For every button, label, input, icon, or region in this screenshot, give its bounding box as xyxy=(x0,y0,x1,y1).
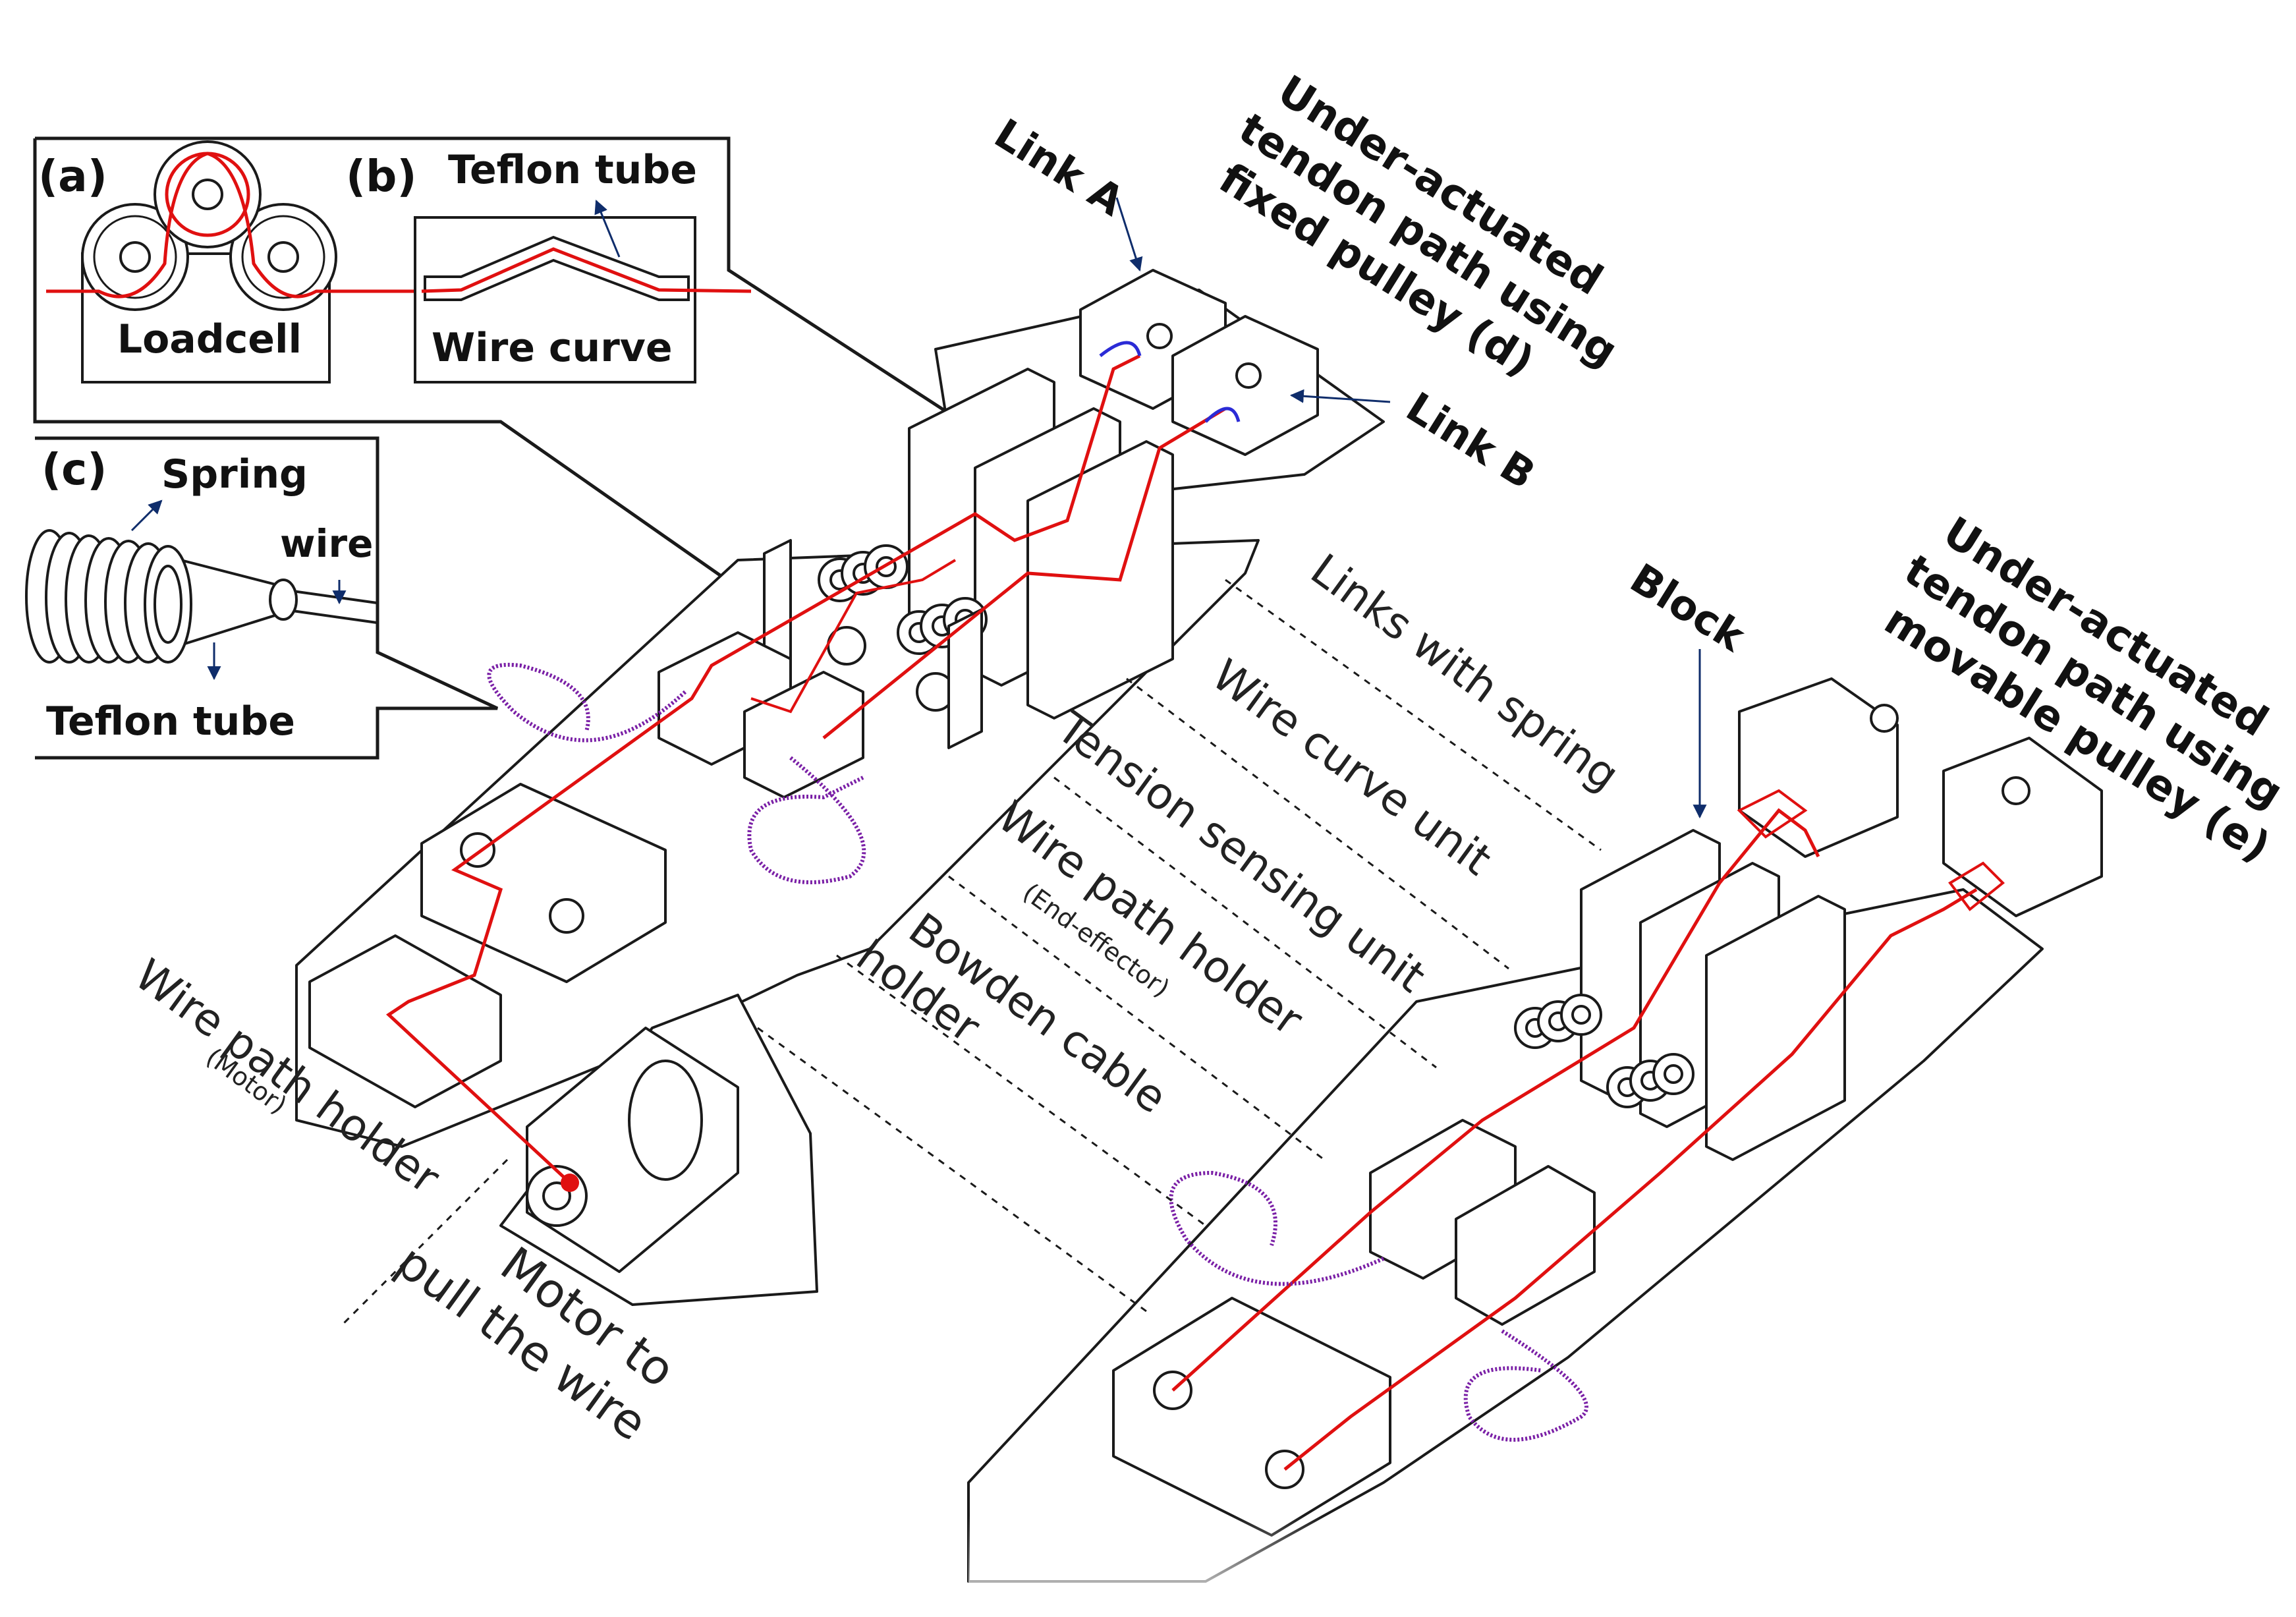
inset-c-label: (c) xyxy=(42,444,107,495)
wire-curve-sketch: Teflon tube Wire curve xyxy=(414,147,752,383)
spring-sketch xyxy=(25,499,378,681)
fixed-pulley-assembly xyxy=(295,269,1385,1306)
inset-c: (c) Spring wire Teflon tube xyxy=(25,436,499,760)
link-b-label: Link B xyxy=(1398,383,1544,499)
link-a-label: Link A xyxy=(986,109,1133,225)
fixed-pulley-wire xyxy=(385,341,1241,1192)
inset-a-label: (a) xyxy=(38,151,107,202)
leader-lines xyxy=(341,579,1602,1326)
block-label: Block xyxy=(1622,554,1754,662)
movable-pulley-wire xyxy=(1169,789,2005,1471)
teflon-tube-c-label: Teflon tube xyxy=(46,698,295,745)
movable-pulley-assembly xyxy=(967,677,2103,1617)
inset-ab: (a) (b) Loadcell Teflon tube Wire curve xyxy=(33,136,963,608)
arrows xyxy=(1115,197,1707,819)
spring-label: Spring xyxy=(161,451,308,497)
wire-label: wire xyxy=(280,521,373,566)
inset-b-label: (b) xyxy=(346,151,417,202)
wire-curve-label: Wire curve xyxy=(432,325,673,371)
loadcell-label: Loadcell xyxy=(117,316,302,362)
loadcell-sketch: Loadcell xyxy=(46,140,435,383)
teflon-tube-b-label: Teflon tube xyxy=(448,147,697,193)
